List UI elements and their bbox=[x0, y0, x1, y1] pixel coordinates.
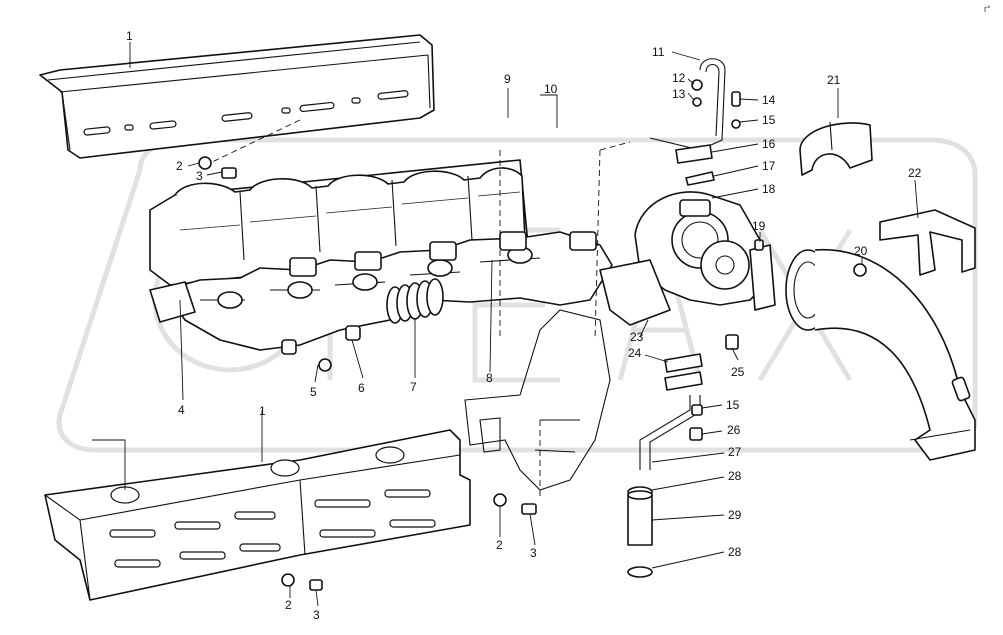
callout-11: 11 bbox=[652, 45, 665, 59]
engine-lower-casing bbox=[464, 309, 611, 491]
oil-feed-pipe bbox=[649, 58, 741, 186]
callout-13: 13 bbox=[672, 87, 686, 101]
callout-18: 18 bbox=[762, 182, 776, 196]
callout-5: 5 bbox=[310, 385, 317, 399]
callout-9: 9 bbox=[504, 72, 511, 86]
callout-14: 14 bbox=[762, 93, 776, 107]
callout-12: 12 bbox=[672, 71, 686, 85]
callout-2-lower: 2 bbox=[285, 598, 292, 612]
callout-29: 29 bbox=[728, 508, 742, 522]
nut-bolt-lower bbox=[281, 493, 537, 591]
callout-26: 26 bbox=[727, 423, 741, 437]
heat-clamp bbox=[799, 121, 873, 176]
expansion-bellows bbox=[386, 278, 444, 324]
callout-21: 21 bbox=[827, 73, 841, 87]
outlet-flange bbox=[749, 239, 867, 311]
callout-23: 23 bbox=[630, 330, 644, 344]
callout-labels: 1 1 2 2 2 3 3 3 4 5 6 7 8 9 10 11 12 13 … bbox=[126, 29, 922, 622]
callout-4: 4 bbox=[178, 403, 185, 417]
callout-15-lower: 15 bbox=[726, 398, 740, 412]
callout-20: 20 bbox=[854, 244, 868, 258]
oil-return-assembly bbox=[627, 334, 739, 578]
callout-22: 22 bbox=[908, 166, 922, 180]
callout-28-lower: 28 bbox=[728, 545, 742, 559]
corner-mark: r° bbox=[984, 4, 991, 14]
mounting-bracket bbox=[879, 209, 976, 276]
callout-15-upper: 15 bbox=[762, 113, 776, 127]
callout-10: 10 bbox=[544, 82, 558, 96]
heat-shield-upper bbox=[39, 34, 435, 159]
callout-3-upper: 3 bbox=[196, 169, 203, 183]
callout-6: 6 bbox=[358, 381, 365, 395]
leader-lines bbox=[92, 42, 919, 607]
callout-17: 17 bbox=[762, 159, 776, 173]
callout-3-lower: 3 bbox=[313, 608, 320, 622]
assembly-centerlines bbox=[209, 119, 631, 500]
callout-16: 16 bbox=[762, 137, 776, 151]
callout-19: 19 bbox=[752, 219, 766, 233]
turbocharger bbox=[599, 191, 771, 326]
heat-shield-lower bbox=[44, 429, 471, 601]
callout-2-upper: 2 bbox=[176, 159, 183, 173]
callout-1-lower: 1 bbox=[259, 404, 266, 418]
callout-28-upper: 28 bbox=[728, 469, 742, 483]
callout-25: 25 bbox=[731, 365, 745, 379]
callout-7: 7 bbox=[410, 380, 417, 394]
callout-1-upper: 1 bbox=[126, 29, 133, 43]
nut-bolt-upper bbox=[198, 156, 237, 179]
callout-8: 8 bbox=[486, 371, 493, 385]
exhaust-elbow bbox=[785, 248, 976, 461]
callout-27: 27 bbox=[728, 445, 742, 459]
callout-24: 24 bbox=[628, 346, 642, 360]
callout-2-middle: 2 bbox=[496, 538, 503, 552]
callout-3-middle: 3 bbox=[530, 546, 537, 560]
